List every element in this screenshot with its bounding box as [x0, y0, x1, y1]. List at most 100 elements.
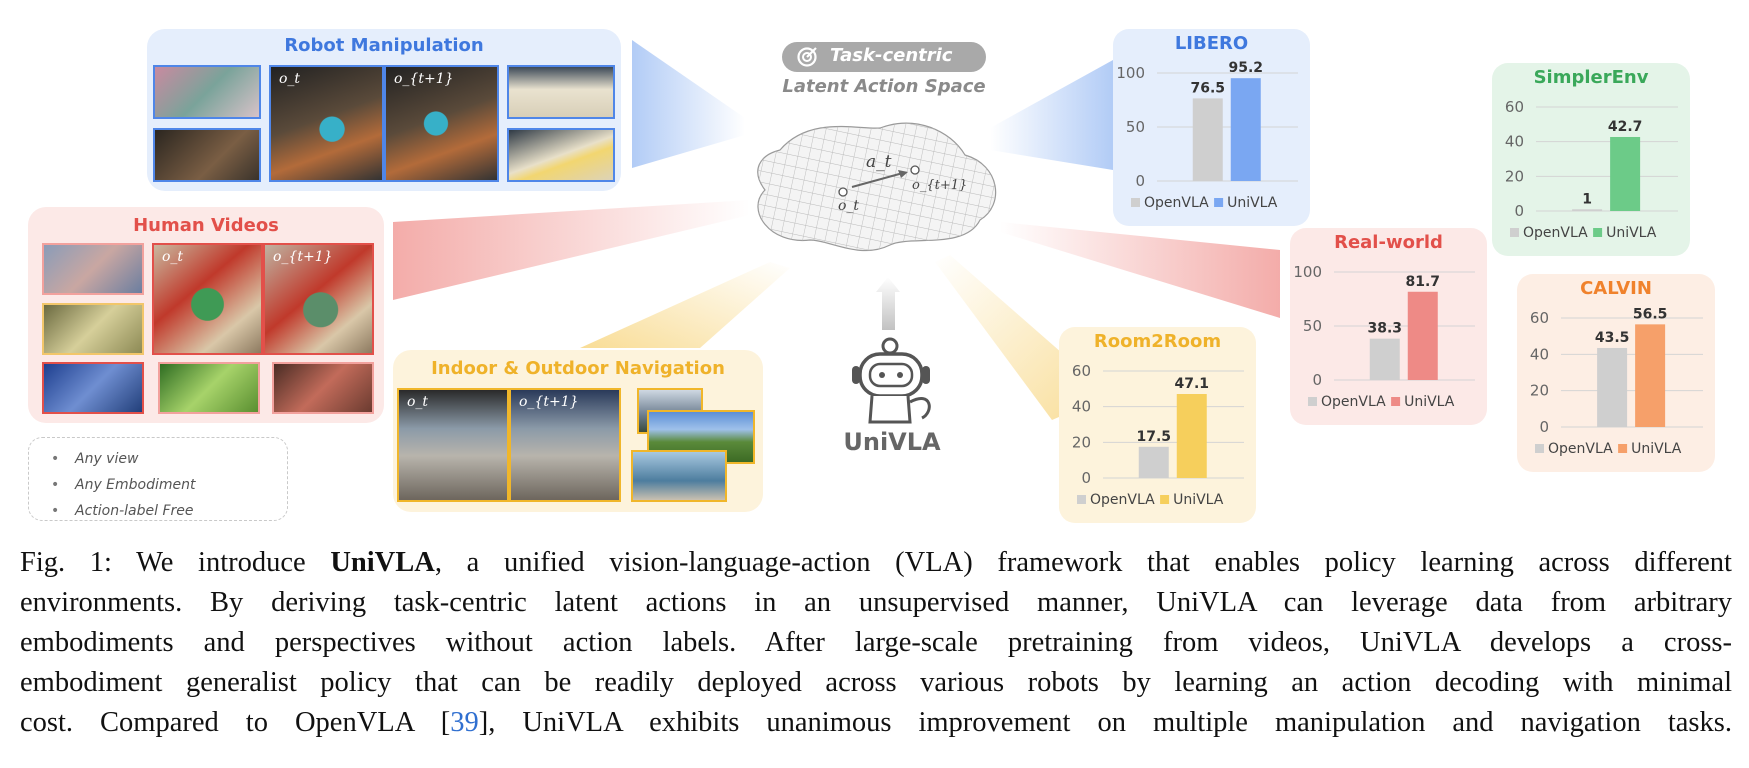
y-tick-label: 100 [1116, 64, 1145, 82]
caption-line-5: cost. Compared to OpenVLA [39], UniVLA e… [20, 703, 1732, 743]
caption-line-1: Fig. 1: We introduce UniVLA, a unified v… [20, 543, 1732, 583]
navigation-panel: Indoor & Outdoor Navigation o_t o_{t+1} [393, 350, 763, 512]
y-tick-label: 40 [1072, 398, 1091, 416]
caption-l1-rest: , a unified vision-language-action (VLA)… [434, 547, 1732, 578]
y-tick-label: 50 [1303, 317, 1322, 335]
robot-o-t-label: o_t [279, 71, 301, 87]
y-tick-label: 0 [1539, 418, 1549, 436]
caption-l5-a: cost. Compared to OpenVLA [ [20, 707, 451, 738]
y-tick-label: 0 [1135, 172, 1145, 190]
task-centric-label: Task-centric [830, 45, 953, 66]
univla-robot-mascot-icon [852, 337, 931, 424]
note-any-embodiment: Any Embodiment [51, 472, 287, 498]
legend-label: UniVLA [1631, 441, 1682, 457]
human-photo-ot1: o_{t+1} [263, 243, 374, 355]
legend-label: UniVLA [1404, 394, 1455, 410]
y-tick-label: 50 [1126, 118, 1145, 136]
y-tick-label: 0 [1514, 202, 1524, 220]
legend-label: OpenVLA [1144, 195, 1209, 211]
bar-univla [1176, 394, 1207, 478]
legend-label: OpenVLA [1523, 225, 1588, 241]
y-tick-label: 20 [1530, 382, 1549, 400]
data-label: 95.2 [1228, 60, 1263, 76]
human-videos-panel: Human Videos o_t o_{t+1} [28, 207, 384, 423]
y-tick-label: 40 [1505, 133, 1524, 151]
nav-photo-ot1: o_{t+1} [509, 388, 621, 502]
legend-swatch [1077, 495, 1086, 504]
latent-o-t1-label: o_{t+1} [912, 178, 968, 193]
navigation-title: Indoor & Outdoor Navigation [431, 358, 725, 379]
citation-link-39[interactable]: 39 [450, 707, 479, 738]
figure-caption: Fig. 1: We introduce UniVLA, a unified v… [20, 543, 1732, 743]
y-tick-label: 20 [1505, 167, 1524, 185]
bar-univla [1610, 136, 1641, 211]
bar-openvla [1138, 446, 1169, 478]
latent-o-t-label: o_t [838, 198, 860, 214]
nav-photo-2 [647, 410, 755, 464]
human-o-t-label: o_t [162, 249, 184, 265]
caption-l5-b: ], UniVLA exhibits unanimous improvement… [478, 707, 1732, 738]
legend-swatch [1214, 198, 1224, 207]
human-photo-4 [158, 362, 260, 414]
chart-calvin-title: CALVIN [1580, 278, 1652, 299]
data-label: 42.7 [1608, 119, 1643, 135]
connection-fans [393, 40, 1280, 420]
data-label: 1 [1582, 191, 1592, 207]
human-photo-2 [42, 303, 144, 355]
robot-photo-2 [153, 128, 261, 182]
data-label: 56.5 [1633, 306, 1668, 322]
bar-univla [1230, 78, 1261, 181]
y-tick-label: 60 [1530, 309, 1549, 327]
y-tick-label: 0 [1081, 469, 1091, 487]
chart-libero-title: LIBERO [1174, 33, 1249, 54]
legend-swatch [1391, 397, 1401, 406]
robot-photo-1 [153, 65, 261, 119]
latent-manifold [757, 122, 997, 252]
bar-univla [1407, 291, 1438, 380]
chart-real-world-title: Real-world [1334, 232, 1443, 253]
latent-action-space-title: Latent Action Space [782, 76, 986, 97]
nav-photo-3 [631, 450, 727, 502]
bar-openvla [1572, 209, 1603, 211]
caption-univla-bold: UniVLA [330, 547, 435, 578]
legend-label: UniVLA [1173, 492, 1224, 508]
legend-label: OpenVLA [1090, 492, 1155, 508]
y-tick-label: 40 [1530, 345, 1549, 363]
chart-room2room-title: Room2Room [1093, 331, 1222, 352]
nav-photo-ot: o_t [397, 388, 509, 502]
data-label: 81.7 [1405, 274, 1440, 290]
legend-label: OpenVLA [1321, 394, 1386, 410]
human-videos-title: Human Videos [133, 215, 279, 236]
legend-label: OpenVLA [1548, 441, 1613, 457]
bar-openvla [1597, 347, 1628, 427]
robot-photo-ot1: o_{t+1} [384, 65, 499, 182]
note-action-label-free: Action-label Free [51, 498, 287, 524]
caption-line-3: embodiments and perspectives without act… [20, 627, 1732, 658]
data-label: 38.3 [1367, 321, 1402, 337]
data-label: 76.5 [1190, 80, 1225, 96]
legend-swatch [1160, 495, 1170, 504]
data-label: 17.5 [1136, 429, 1171, 445]
y-tick-label: 20 [1072, 433, 1091, 451]
robot-photo-4 [507, 128, 615, 182]
legend-swatch [1535, 444, 1544, 453]
y-tick-label: 60 [1072, 362, 1091, 380]
legend-label: UniVLA [1606, 225, 1657, 241]
human-photo-3 [42, 362, 144, 414]
legend-swatch [1618, 444, 1628, 453]
nav-o-t1-label: o_{t+1} [519, 394, 579, 410]
caption-line-2: environments. By deriving task-centric l… [20, 587, 1732, 618]
legend-swatch [1308, 397, 1317, 406]
legend-swatch [1593, 228, 1603, 237]
human-photo-ot: o_t [152, 243, 263, 355]
human-photo-1 [42, 243, 144, 295]
target-icon [796, 46, 818, 68]
